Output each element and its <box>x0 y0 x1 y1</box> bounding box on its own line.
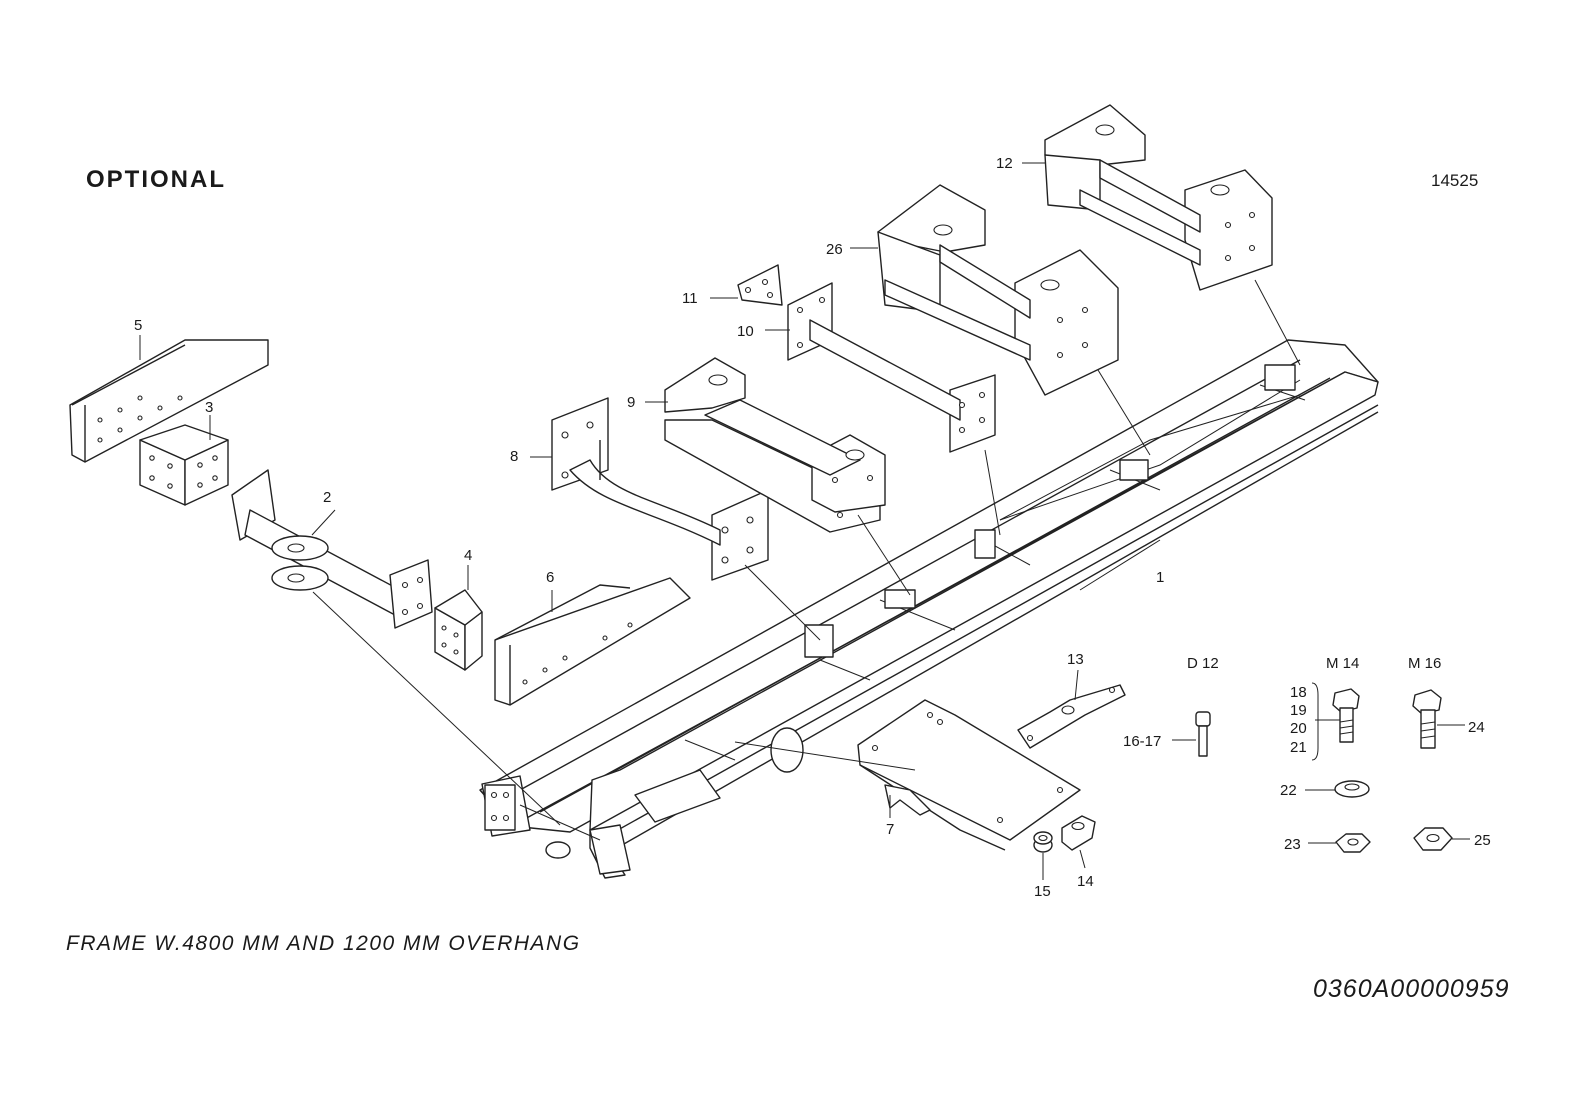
part-10-cross-member <box>787 282 996 453</box>
callout-6: 6 <box>546 569 554 586</box>
part-5-channel <box>69 339 269 463</box>
callout-24: 24 <box>1468 719 1485 736</box>
part-13-plate <box>1017 684 1126 749</box>
document-number: 0360A00000959 <box>1313 975 1510 1003</box>
part-26-cross-member <box>877 184 1119 396</box>
part-6-angle <box>494 577 691 706</box>
part-24-bolt <box>1412 689 1442 749</box>
callout-2: 2 <box>323 489 331 506</box>
part-8-cross-member <box>551 397 769 581</box>
frame-caption: FRAME W.4800 MM AND 1200 MM OVERHANG <box>66 932 581 955</box>
leader-lines <box>139 162 1470 880</box>
figure-number: 14525 <box>1431 171 1479 190</box>
callout-20: 20 <box>1290 720 1307 737</box>
part-3-bracket <box>139 424 229 506</box>
callout-26: 26 <box>826 241 843 258</box>
callout-8: 8 <box>510 448 518 465</box>
callout-16-17: 16-17 <box>1123 733 1161 750</box>
callout-14: 14 <box>1077 873 1094 890</box>
callout-23: 23 <box>1284 836 1301 853</box>
part-11-gusset <box>737 264 783 306</box>
callout-5: 5 <box>134 317 142 334</box>
callout-15: 15 <box>1034 883 1051 900</box>
part-9-cross-member <box>664 357 886 533</box>
callout-10: 10 <box>737 323 754 340</box>
callout-1: 1 <box>1156 569 1164 586</box>
part-12-cross-member <box>1044 104 1273 291</box>
part-14-slotted-washer <box>1061 815 1096 851</box>
callout-19: 19 <box>1290 702 1307 719</box>
part-16-17-pin <box>1195 711 1211 757</box>
callout-9: 9 <box>627 394 635 411</box>
callout-labels: 1 2 3 4 5 6 7 8 9 10 11 12 13 14 15 16-1… <box>134 155 1491 900</box>
callout-3: 3 <box>205 399 213 416</box>
part-15-bushing <box>1033 831 1053 853</box>
part-2-cross-tube <box>231 469 433 629</box>
callout-12: 12 <box>996 155 1013 172</box>
callout-13: 13 <box>1067 651 1084 668</box>
part-22-washer <box>1334 780 1370 798</box>
part-4-bracket <box>434 589 483 671</box>
callout-4: 4 <box>464 547 472 564</box>
callout-25: 25 <box>1474 832 1491 849</box>
part-1-chassis-frame <box>479 339 1379 879</box>
size-label-d12: D 12 <box>1187 655 1219 672</box>
part-18-21-bolt <box>1332 688 1360 743</box>
part-7-plate <box>857 699 1081 851</box>
callout-22: 22 <box>1280 782 1297 799</box>
callout-18: 18 <box>1290 684 1307 701</box>
size-label-m16: M 16 <box>1408 655 1441 672</box>
optional-heading: OPTIONAL <box>86 166 226 193</box>
callout-11: 11 <box>682 290 698 307</box>
part-25-nut <box>1413 827 1453 851</box>
size-label-m14: M 14 <box>1326 655 1359 672</box>
callout-21: 21 <box>1290 739 1307 756</box>
callout-7: 7 <box>886 821 894 838</box>
part-23-nut <box>1335 833 1371 853</box>
